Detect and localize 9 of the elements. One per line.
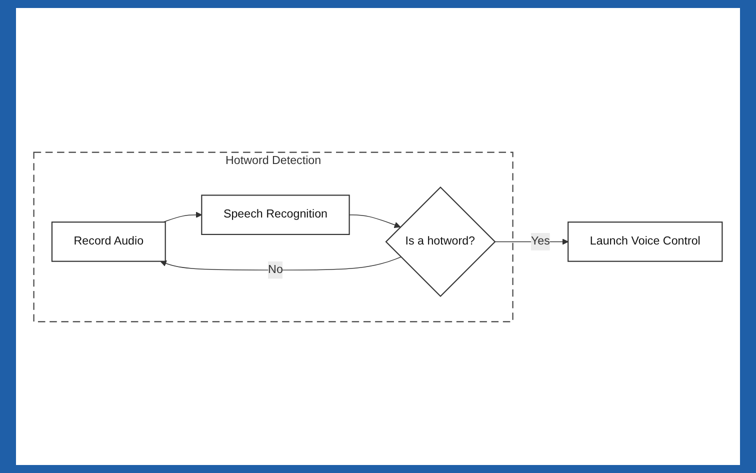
arrow [348,214,401,228]
node-box: Launch Voice Control [568,221,723,262]
node-box: Record Audio [51,221,166,262]
node-diamond: Is a hotword? [385,186,496,296]
edge-label: No [268,263,283,276]
edge-label: Yes [530,234,550,248]
arrow [162,211,202,222]
node-box: Speech Recognition [201,194,350,234]
arrow [160,256,402,270]
